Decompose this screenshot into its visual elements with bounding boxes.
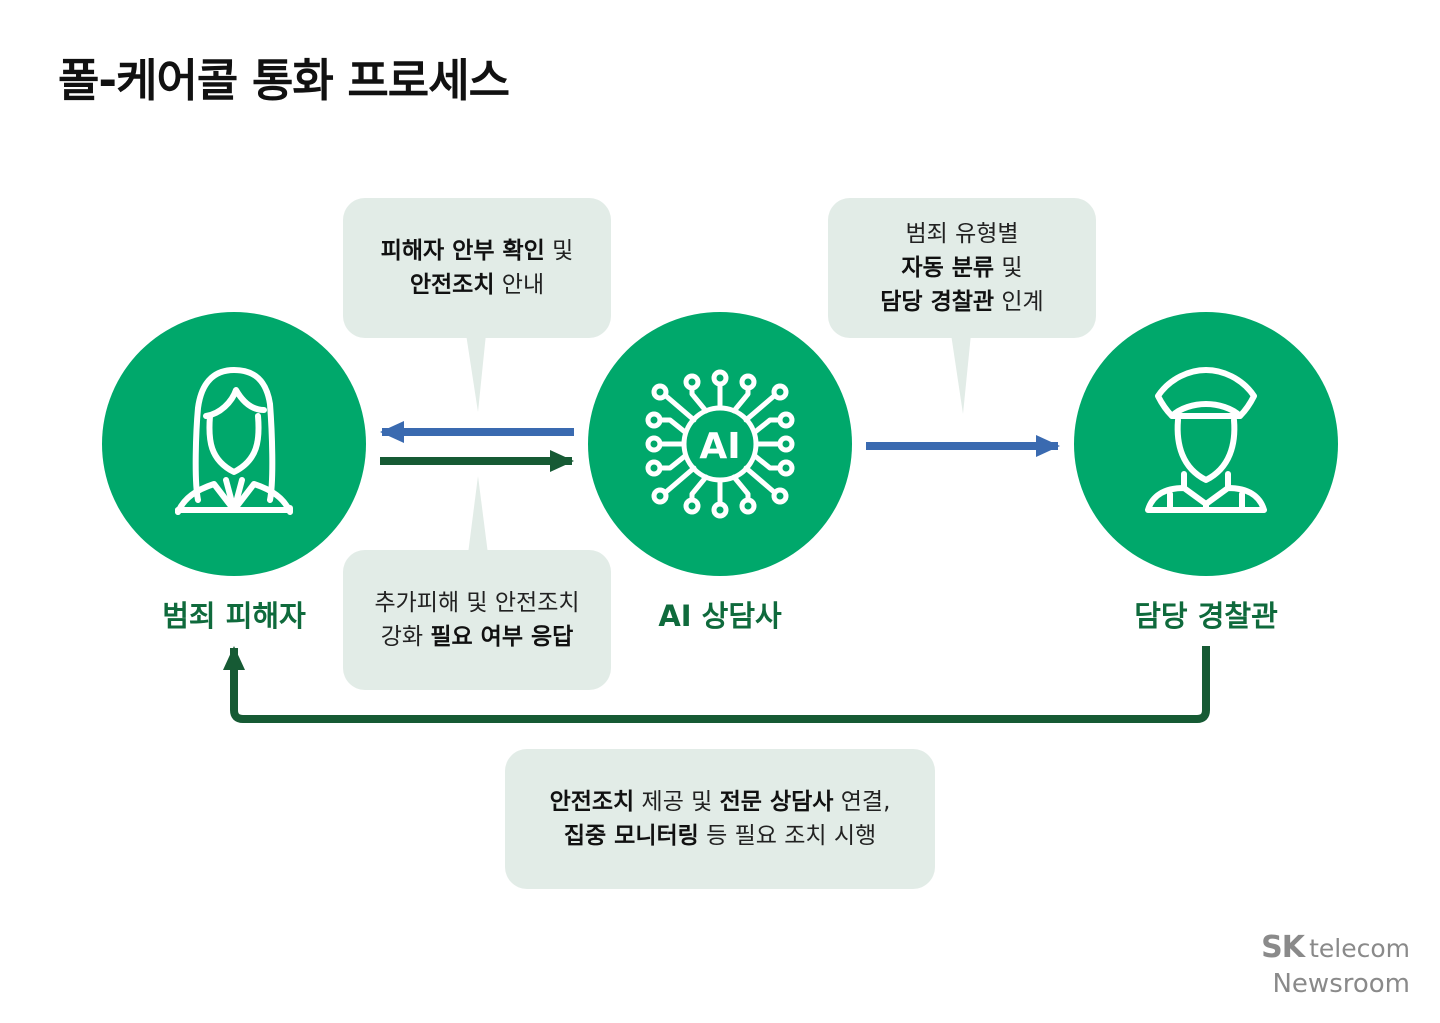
bubble-text: 추가피해 및 안전조치 [374,590,580,616]
bubble-line: 자동 분류 및 [901,251,1022,285]
logo-sub: Newsroom [1272,969,1410,999]
bubble-text: 인계 [994,289,1044,315]
bubble-text: 안내 [494,272,545,298]
bubble-text: 및 [994,255,1023,281]
bubble-text: 범죄 유형별 [905,221,1019,247]
bubble-text-bold: 전문 상담사 [719,789,834,815]
bubble-text-bold: 필요 여부 응답 [430,624,574,650]
bubble-line: 강화 필요 여부 응답 [381,620,574,654]
bubble-line: 피해자 안부 확인 및 [381,234,574,268]
police-officer-icon [1145,367,1267,513]
bubble-victim-check: 피해자 안부 확인 및 안전조치 안내 [343,198,611,338]
bubble-text: 제공 및 [634,789,720,815]
bubble-text: 등 필요 조치 시행 [698,823,877,849]
bubble-auto-classify: 범죄 유형별 자동 분류 및 담당 경찰관 인계 [828,198,1096,338]
arrow-police-to-victim [223,646,1210,723]
bubble-tail [468,476,488,554]
sk-telecom-newsroom-logo: SK telecom Newsroom [1261,932,1410,1000]
police-node [1074,312,1338,576]
victim-node [102,312,366,576]
ai-chip-icon: AI [645,369,795,519]
bubble-text-bold: 담당 경찰관 [880,289,995,315]
bubble-text-bold: 피해자 안부 확인 [380,238,545,264]
bubble-tail [466,334,486,412]
bubble-line: 안전조치 제공 및 전문 상담사 연결, [550,785,891,819]
bubble-text-bold: 집중 모니터링 [563,823,699,849]
bubble-text-bold: 자동 분류 [901,255,995,281]
bubble-line: 추가피해 및 안전조치 [374,586,579,620]
bubble-police-action: 안전조치 제공 및 전문 상담사 연결, 집중 모니터링 등 필요 조치 시행 [505,749,935,889]
bubble-text: 연결, [833,789,891,815]
bubble-line: 담당 경찰관 인계 [880,285,1043,319]
bubble-text: 강화 [380,624,431,650]
logo-brand: SK [1261,930,1305,965]
bubble-text-bold: 안전조치 [409,272,495,298]
bubble-tail [951,334,971,414]
victim-label: 범죄 피해자 [162,599,306,633]
bubble-text: 및 [544,238,574,264]
bubble-line: 안전조치 안내 [410,268,544,302]
page-title: 폴-케어콜 통화 프로세스 [58,54,510,107]
ai-node: AI [588,312,852,576]
bubble-text-bold: 안전조치 [549,789,635,815]
bubble-line: 집중 모니터링 등 필요 조치 시행 [564,819,876,853]
ai-label: AI 상담사 [658,599,782,633]
bubble-line: 범죄 유형별 [905,217,1018,251]
police-label: 담당 경찰관 [1134,599,1278,633]
bubble-victim-response: 추가피해 및 안전조치 강화 필요 여부 응답 [343,550,611,690]
logo-brand-suffix: telecom [1309,934,1410,963]
woman-person-icon [175,367,293,515]
ai-icon-text: AI [699,426,740,467]
